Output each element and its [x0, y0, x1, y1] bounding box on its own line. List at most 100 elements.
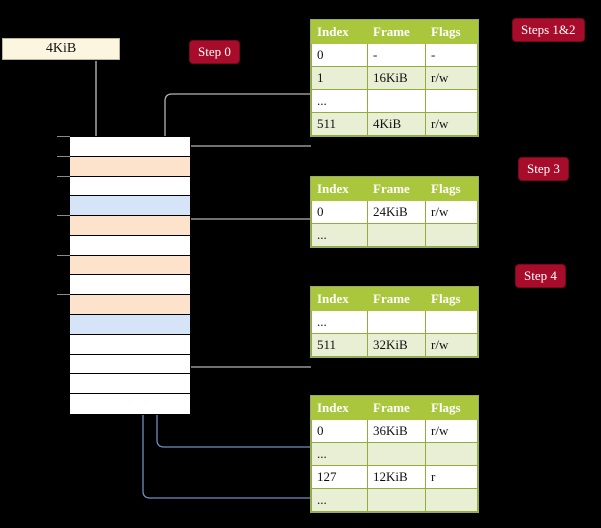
wire-step1 — [164, 93, 311, 140]
column-header-index: Index — [311, 20, 368, 44]
cell-frame: 12KiB — [367, 465, 426, 489]
memory-frame-row — [70, 196, 190, 217]
cell-frame — [367, 89, 426, 113]
badge-step-0: Step 0 — [190, 41, 239, 63]
cell-frame: 24KiB — [367, 200, 426, 224]
wire-step4 — [177, 313, 311, 368]
table-row: ... — [311, 442, 478, 466]
memory-frame-row — [70, 255, 190, 276]
column-header-frame: Frame — [367, 396, 426, 420]
cell-frame — [367, 442, 426, 466]
wire-step3 — [170, 218, 311, 258]
memory-frame-row — [70, 334, 190, 355]
wire-step2 — [174, 145, 311, 205]
table-row: ... — [311, 223, 478, 247]
memory-frame-row — [70, 156, 190, 177]
cell-index: 0 — [311, 200, 368, 224]
memory-frame-row — [70, 394, 190, 414]
cell-frame — [367, 310, 426, 334]
cell-index: 0 — [311, 43, 368, 67]
cell-flags: r/w — [425, 419, 478, 443]
cell-index: ... — [311, 488, 368, 512]
cell-flags: - — [425, 43, 478, 67]
cell-flags — [425, 488, 478, 512]
cell-index: ... — [311, 442, 368, 466]
memory-frame-row — [70, 235, 190, 256]
cell-frame: 36KiB — [367, 419, 426, 443]
cell-flags — [425, 310, 478, 334]
column-header-frame: Frame — [367, 177, 426, 201]
memory-frame-tick — [57, 136, 70, 137]
cell-flags: r/w — [425, 200, 478, 224]
cell-flags — [425, 89, 478, 113]
memory-frame-row — [70, 354, 190, 375]
cell-flags — [425, 223, 478, 247]
table-row: ... — [311, 89, 478, 113]
column-header-flags: Flags — [425, 20, 478, 44]
badge-step-4-label: Step 4 — [524, 268, 557, 283]
cell-flags: r/w — [425, 333, 478, 357]
table-row: ... — [311, 310, 478, 334]
cell-index: 127 — [311, 465, 368, 489]
cell-frame: 4KiB — [367, 112, 426, 136]
memory-frame-tick — [57, 175, 70, 177]
memory-frame-row — [70, 295, 190, 316]
cell-flags: r/w — [425, 112, 478, 136]
badge-step-3-label: Step 3 — [527, 161, 560, 176]
cell-index: 0 — [311, 419, 368, 443]
cell-index: ... — [311, 310, 368, 334]
cell-frame — [367, 488, 426, 512]
badge-step-4: Step 4 — [516, 265, 565, 287]
column-header-frame: Frame — [367, 287, 426, 311]
memory-frame-row — [70, 216, 190, 236]
cell-frame — [367, 223, 426, 247]
column-header-flags: Flags — [425, 287, 478, 311]
memory-frame-row — [70, 275, 190, 296]
badge-step-0-label: Step 0 — [198, 44, 231, 59]
column-header-index: Index — [311, 396, 368, 420]
cell-frame: - — [367, 43, 426, 67]
cell-frame: 16KiB — [367, 66, 426, 90]
column-header-index: Index — [311, 287, 368, 311]
memory-frame-tick — [57, 155, 70, 157]
virtual-address-box: 4KiB — [2, 38, 120, 60]
cell-index: ... — [311, 89, 368, 113]
memory-frame-row — [70, 137, 190, 157]
memory-frame-row — [70, 374, 190, 395]
cell-flags: r — [425, 465, 478, 489]
table-row: 0-- — [311, 43, 478, 67]
column-header-flags: Flags — [425, 396, 478, 420]
badge-step-3: Step 3 — [519, 158, 568, 180]
column-header-frame: Frame — [367, 20, 426, 44]
cell-frame: 32KiB — [367, 333, 426, 357]
column-header-flags: Flags — [425, 177, 478, 201]
cell-flags — [425, 442, 478, 466]
memory-frame-tick — [57, 294, 70, 296]
badge-steps-1-2: Steps 1&2 — [513, 19, 584, 41]
cell-index: 1 — [311, 66, 368, 90]
memory-frame-row — [70, 176, 190, 197]
cell-flags: r/w — [425, 66, 478, 90]
cell-index: ... — [311, 223, 368, 247]
memory-frame-tick — [57, 215, 70, 217]
table-row: ... — [311, 488, 478, 512]
virtual-address-label: 4KiB — [45, 41, 77, 56]
cell-index: 511 — [311, 333, 368, 357]
column-header-index: Index — [311, 177, 368, 201]
physical-memory-column — [69, 136, 191, 415]
